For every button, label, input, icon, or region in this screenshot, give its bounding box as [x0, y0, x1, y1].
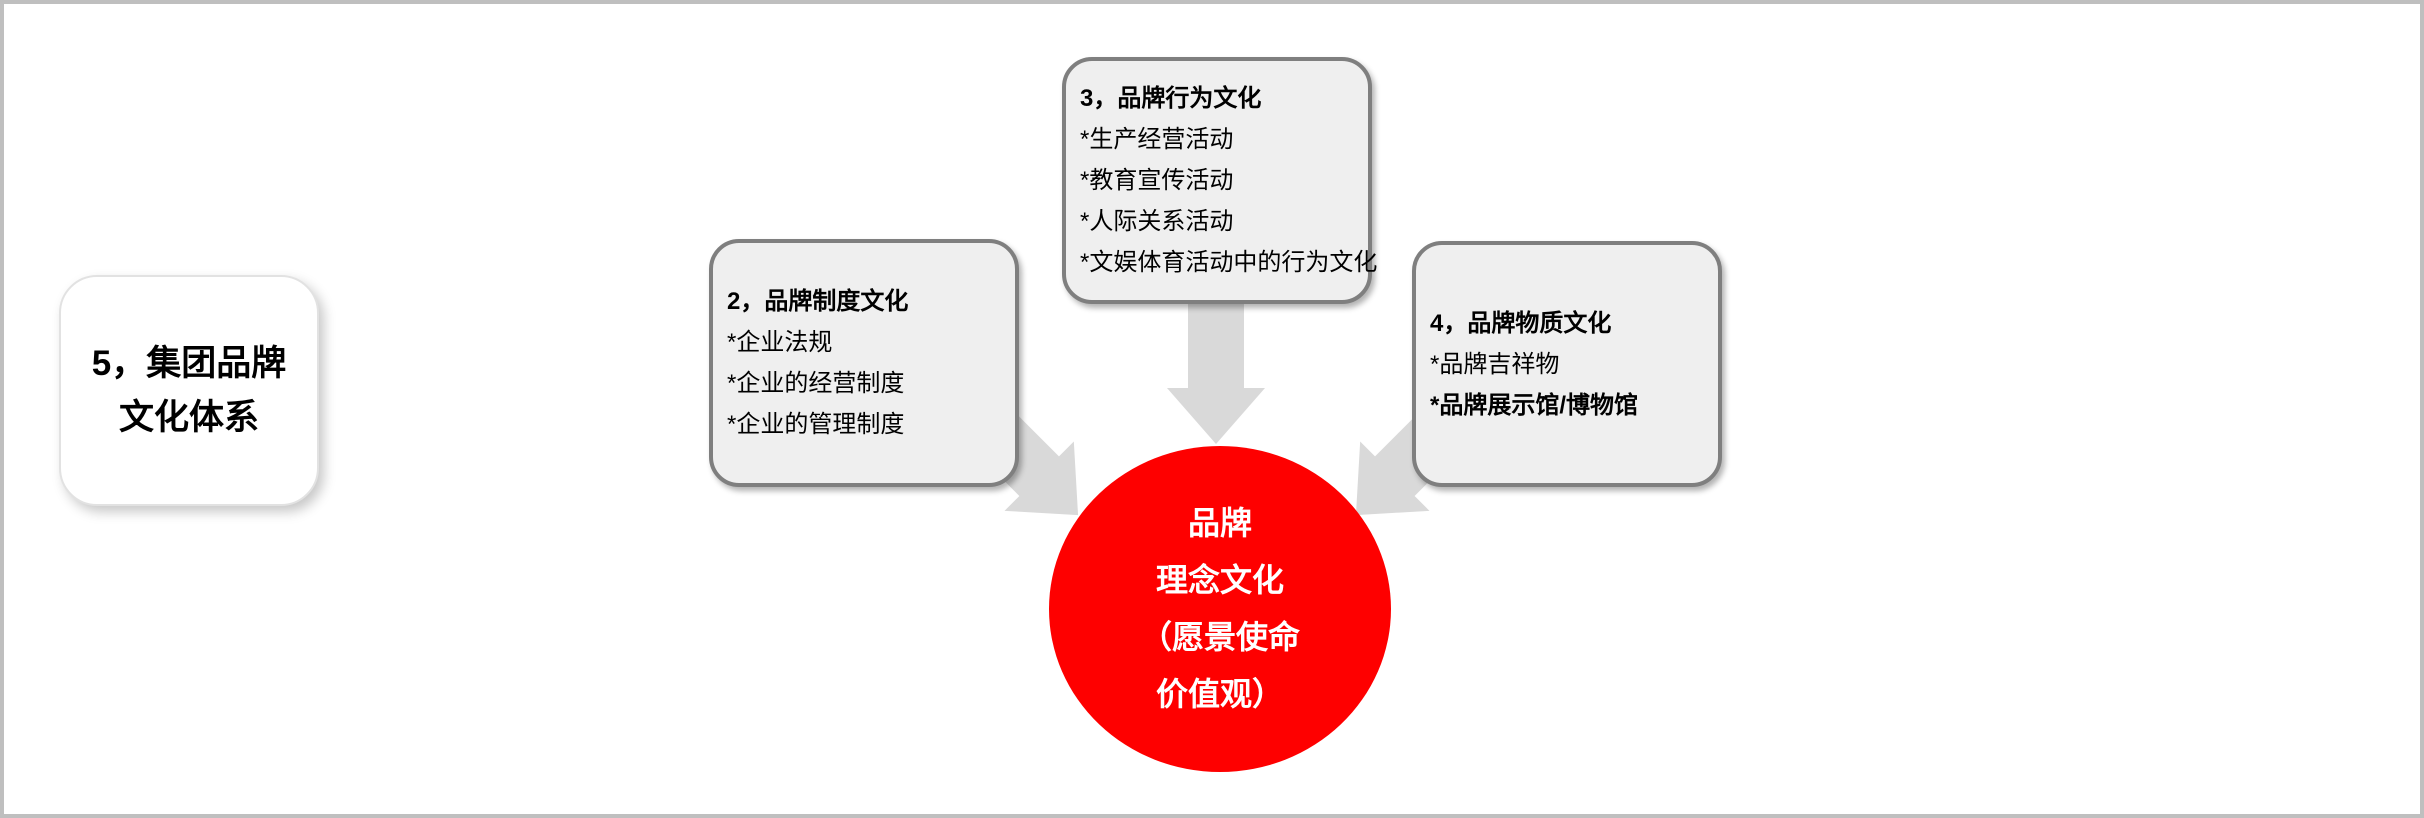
box-item: *生产经营活动 [1080, 126, 1234, 153]
brand-idea-culture-circle: 品牌 理念文化 （愿景使命 价值观） [1049, 446, 1391, 772]
card-title-line1: 5，集团品牌 [91, 343, 287, 383]
box-title: 3，品牌行为文化 [1080, 85, 1262, 112]
box-institutional-culture: 2，品牌制度文化 *企业法规 *企业的经营制度 *企业的管理制度 [709, 239, 1019, 487]
circle-line: （愿景使命 [1139, 619, 1300, 655]
box-material-culture: 4，品牌物质文化 *品牌吉祥物 *品牌展示馆/博物馆 [1412, 241, 1722, 487]
box-behavioral-culture: 3，品牌行为文化 *生产经营活动 *教育宣传活动 *人际关系活动 *文娱体育活动… [1062, 57, 1378, 304]
box-item: *企业的经营制度 [727, 370, 905, 397]
box-item: *品牌吉祥物 [1430, 350, 1560, 378]
box-title: 2，品牌制度文化 [727, 288, 909, 315]
circle-line: 价值观） [1155, 676, 1284, 712]
box-item: *文娱体育活动中的行为文化 [1080, 249, 1378, 276]
box-item: *品牌展示馆/博物馆 [1430, 391, 1639, 419]
circle-line: 品牌 [1187, 505, 1252, 541]
arrow-down-icon [1167, 300, 1265, 444]
box-title: 4，品牌物质文化 [1430, 309, 1612, 337]
box-item: *人际关系活动 [1080, 208, 1234, 235]
circle-line: 理念文化 [1155, 562, 1284, 598]
card-title-line2: 文化体系 [118, 397, 259, 437]
box-item: *企业的管理制度 [727, 411, 905, 438]
box-item: *企业法规 [727, 329, 833, 356]
group-brand-culture-card: 5，集团品牌 文化体系 [59, 275, 319, 506]
box-item: *教育宣传活动 [1080, 167, 1234, 194]
